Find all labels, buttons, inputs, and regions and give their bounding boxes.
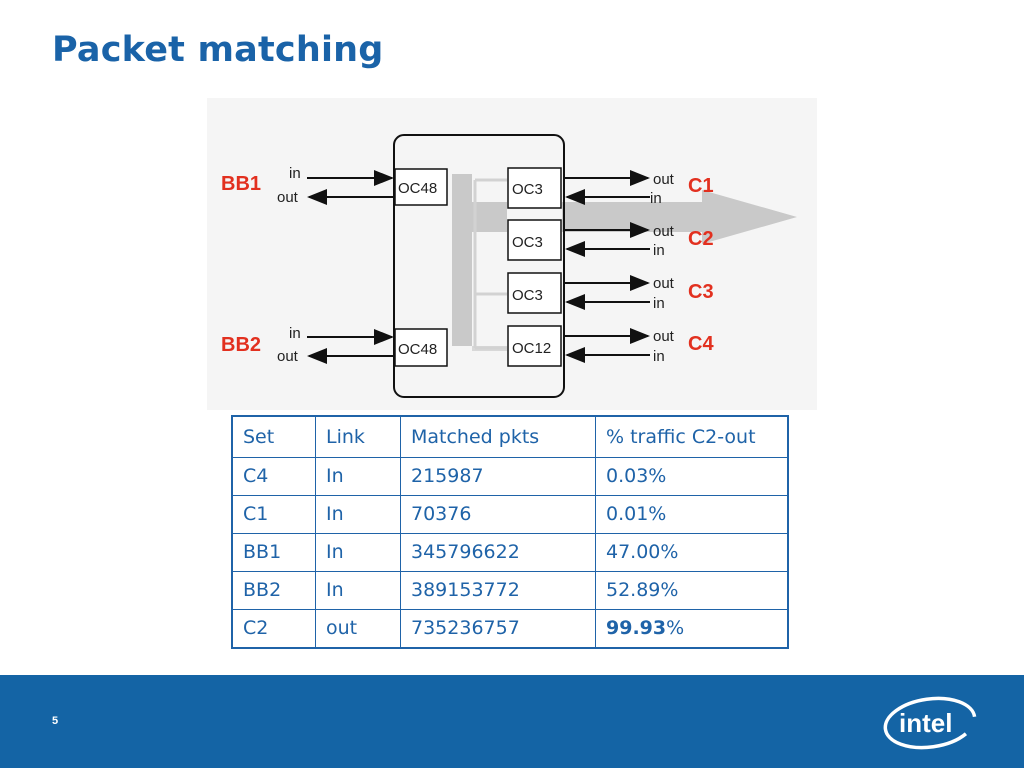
cell-set: BB2: [231, 571, 316, 610]
router-diagram: OC48 OC48 OC3 OC3 OC3 OC12: [207, 98, 817, 410]
cell-pct-value: 99.93: [606, 617, 667, 639]
intel-logo-icon: intel: [883, 696, 977, 750]
header-link: Link: [315, 415, 401, 458]
cell-pct: 52.89%: [595, 571, 789, 610]
port-oc48-bb1: [394, 168, 448, 206]
link-label-bb2: BB2: [221, 334, 261, 356]
c2-in-label: in: [653, 242, 665, 259]
cell-set: BB1: [231, 533, 316, 572]
right-link-arrows: [564, 170, 650, 363]
slide-title: Packet matching: [52, 30, 384, 70]
bb2-in-label: in: [289, 325, 301, 342]
port-label-c3: OC3: [512, 287, 543, 304]
link-label-c2: C2: [688, 228, 714, 250]
cell-pct: 99.93%: [595, 609, 789, 649]
router-diagram-svg: OC48 OC48 OC3 OC3 OC3 OC12: [221, 134, 797, 398]
c1-in-label: in: [650, 190, 662, 207]
c2-out-label: out: [653, 223, 675, 240]
port-label-c4: OC12: [512, 340, 551, 357]
table-row: BB2 In 389153772 52.89%: [231, 571, 789, 610]
table-header-row: Set Link Matched pkts % traffic C2-out: [231, 415, 789, 458]
cell-pct: 0.03%: [595, 457, 789, 496]
cell-matched: 735236757: [400, 609, 596, 649]
c4-out-label: out: [653, 328, 675, 345]
c3-out-label: out: [653, 275, 675, 292]
cell-pct: 0.01%: [595, 495, 789, 534]
traffic-flow-arrow: [452, 174, 797, 351]
cell-link: In: [315, 533, 401, 572]
port-oc48-bb2: [394, 328, 448, 367]
c3-in-label: in: [653, 295, 665, 312]
port-label-c1: OC3: [512, 181, 543, 198]
cell-link: In: [315, 457, 401, 496]
bb1-in-label: in: [289, 165, 301, 182]
footer-bar: 5 intel: [0, 675, 1024, 768]
bb1-out-label: out: [277, 189, 299, 206]
link-label-c4: C4: [688, 333, 714, 355]
cell-set: C1: [231, 495, 316, 534]
table-row: C1 In 70376 0.01%: [231, 495, 789, 534]
cell-pct: 47.00%: [595, 533, 789, 572]
cell-matched: 389153772: [400, 571, 596, 610]
cell-matched: 70376: [400, 495, 596, 534]
cell-matched: 215987: [400, 457, 596, 496]
router-chassis: [393, 134, 565, 398]
cell-link: In: [315, 571, 401, 610]
bb2-out-label: out: [277, 348, 299, 365]
port-label-c2: OC3: [512, 234, 543, 251]
port-oc3-c2: [507, 219, 562, 261]
page-number: 5: [52, 715, 59, 727]
cell-link: out: [315, 609, 401, 649]
cell-set: C4: [231, 457, 316, 496]
port-oc12-c4: [507, 325, 562, 367]
header-set: Set: [231, 415, 316, 458]
link-label-bb1: BB1: [221, 173, 261, 195]
port-oc3-c1: [507, 167, 562, 209]
table-row: C4 In 215987 0.03%: [231, 457, 789, 496]
cell-pct-suffix: %: [666, 617, 685, 639]
table-row: BB1 In 345796622 47.00%: [231, 533, 789, 572]
intel-logo-text: intel: [899, 708, 952, 738]
port-oc3-c3: [507, 272, 562, 314]
cell-matched: 345796622: [400, 533, 596, 572]
port-label-bb2: OC48: [398, 341, 437, 358]
c1-out-label: out: [653, 171, 675, 188]
link-label-c1: C1: [688, 175, 714, 197]
cell-set: C2: [231, 609, 316, 649]
port-label-bb1: OC48: [398, 180, 437, 197]
matching-results-table: Set Link Matched pkts % traffic C2-out C…: [231, 415, 789, 649]
header-matched-pkts: Matched pkts: [400, 415, 596, 458]
c4-in-label: in: [653, 348, 665, 365]
left-link-arrows: [307, 170, 394, 364]
link-label-c3: C3: [688, 281, 714, 303]
header-traffic-pct: % traffic C2-out: [595, 415, 789, 458]
table-row: C2 out 735236757 99.93%: [231, 609, 789, 649]
internal-links: [473, 178, 507, 350]
cell-link: In: [315, 495, 401, 534]
